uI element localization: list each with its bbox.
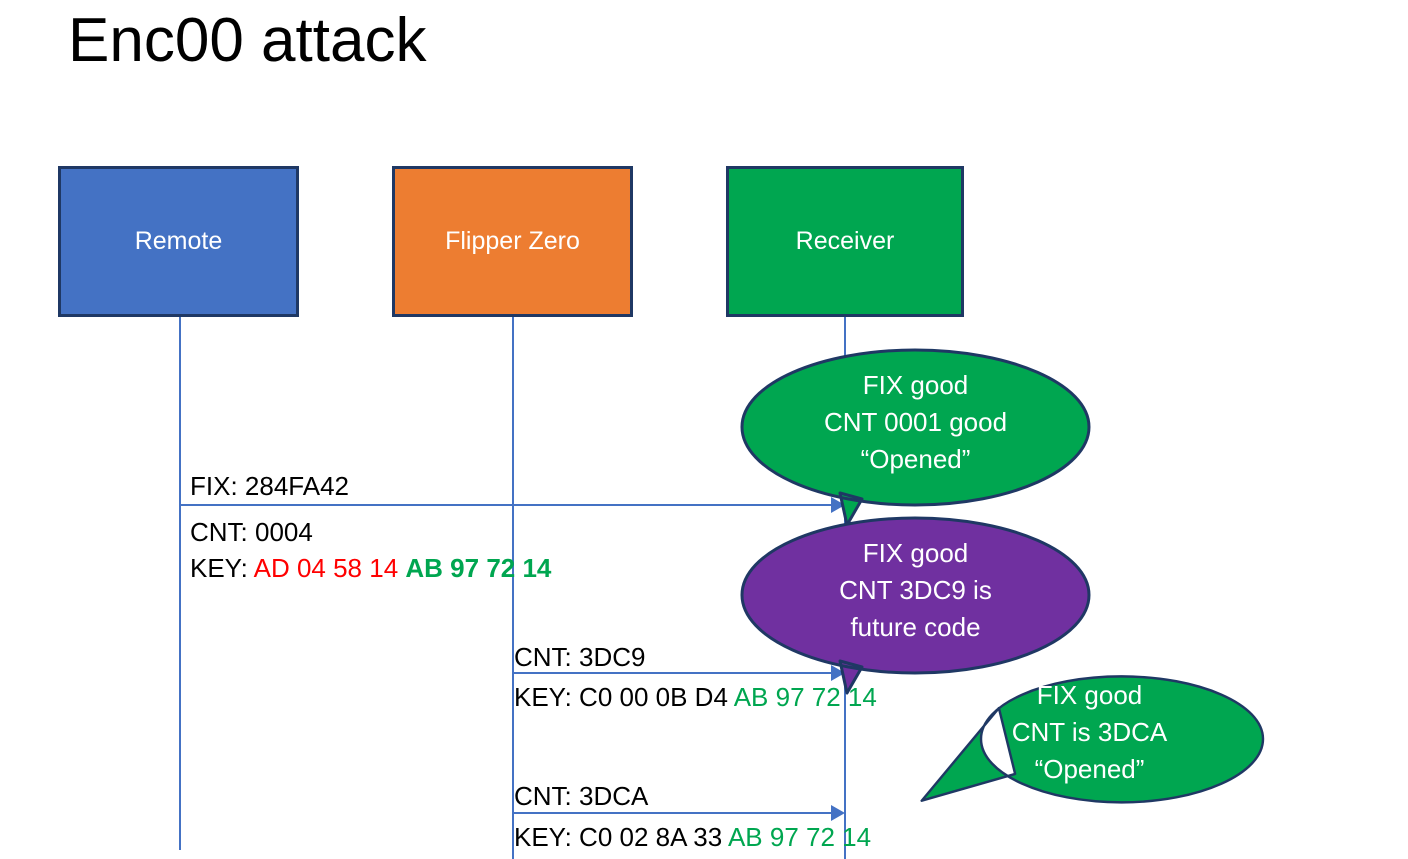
actor-box-flipper-zero: Flipper Zero <box>392 166 633 317</box>
message-3-key-hex-green: AB 97 72 14 <box>727 822 872 852</box>
message-arrowhead-3 <box>831 805 845 821</box>
message-arrow-1 <box>180 504 832 506</box>
message-arrow-2 <box>513 672 832 674</box>
callout-shape-3 <box>920 675 1265 804</box>
lifeline-flipper-zero <box>512 317 514 859</box>
callout-shape-1 <box>740 348 1091 527</box>
message-1-key-hex-green: AB 97 72 14 <box>405 553 552 583</box>
message-2-key-hex-green: AB 97 72 14 <box>733 682 877 712</box>
message-1-key-label: KEY: AD 04 58 14 AB 97 72 14 <box>190 551 551 585</box>
message-2-key-label: KEY: C0 00 0B D4 AB 97 72 14 <box>514 680 877 714</box>
message-1-fix-label: FIX: 284FA42 <box>190 471 349 501</box>
message-2-key-prefix: KEY: C0 00 0B D4 <box>514 682 734 712</box>
callout-bubble-1: FIX good CNT 0001 good “Opened” <box>740 348 1091 527</box>
page-title: Enc00 attack <box>68 6 427 75</box>
actor-box-receiver: Receiver <box>726 166 964 317</box>
message-2-cnt-label: CNT: 3DC9 <box>514 642 646 672</box>
message-1-key-hex-red: AD 04 58 14 <box>253 553 399 583</box>
lifeline-remote <box>179 317 181 850</box>
message-3-key-label: KEY: C0 02 8A 33 AB 97 72 14 <box>514 820 871 854</box>
message-arrow-3 <box>513 812 832 814</box>
message-3-cnt-label: CNT: 3DCA <box>514 781 649 811</box>
callout-shape-2 <box>740 516 1091 695</box>
actor-label-receiver: Receiver <box>795 227 895 255</box>
actor-label-remote: Remote <box>134 227 223 255</box>
message-1-key-prefix: KEY: <box>190 553 254 583</box>
message-1-cnt-label: CNT: 0004 <box>190 517 313 547</box>
actor-box-remote: Remote <box>58 166 299 317</box>
callout-bubble-3: FIX good CNT is 3DCA “Opened” <box>916 660 1265 815</box>
callout-bubble-2: FIX good CNT 3DC9 is future code <box>740 516 1091 695</box>
actor-label-flipper-zero: Flipper Zero <box>445 227 580 255</box>
message-3-key-prefix: KEY: C0 02 8A 33 <box>514 822 728 852</box>
